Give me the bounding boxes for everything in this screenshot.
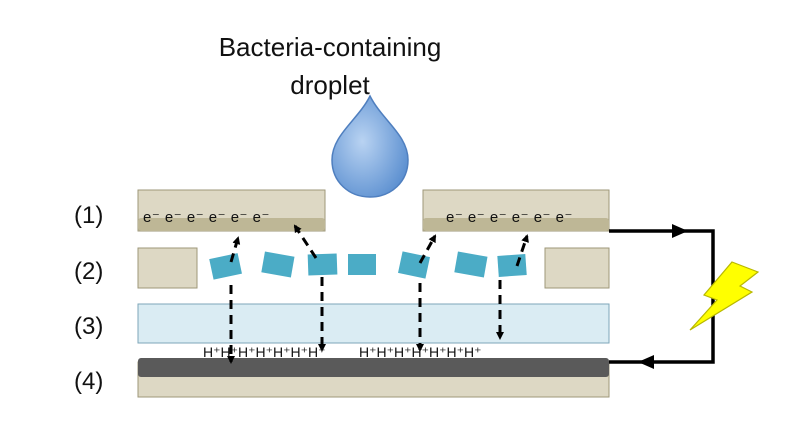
external-circuit	[609, 229, 715, 364]
electrons-right-label: e⁻ e⁻ e⁻ e⁻ e⁻ e⁻	[446, 209, 573, 226]
electrode-strip-right	[423, 218, 609, 231]
bacteria-cell-icon	[209, 253, 242, 280]
bacteria-cell-icon	[307, 253, 338, 276]
layer-label-4: (4)	[74, 368, 104, 395]
bacteria-cell-icon	[454, 251, 488, 278]
bacteria-cell-icon	[398, 251, 430, 279]
protons-right-label: H⁺H⁺H⁺H⁺H⁺H⁺H⁺	[359, 344, 482, 360]
layer-1-anode	[137, 189, 610, 232]
droplet-icon	[331, 94, 409, 198]
bacteria-cell-icon	[261, 251, 295, 278]
layer-label-2: (2)	[74, 258, 104, 285]
lightning-bolt-icon	[689, 261, 760, 331]
bacteria-cell-icon	[348, 254, 376, 275]
layer-2-bacteria-layer	[137, 247, 610, 289]
droplet-title: Bacteria-containing droplet	[210, 28, 450, 104]
title-line-2: droplet	[290, 70, 370, 100]
title-line-1: Bacteria-containing	[218, 32, 442, 62]
layer-label-3: (3)	[74, 313, 104, 340]
bacteria-cell-icon	[497, 254, 527, 277]
electrons-left-label: e⁻ e⁻ e⁻ e⁻ e⁻ e⁻	[143, 209, 270, 226]
transfer-arrows	[227, 224, 529, 364]
layer-4-cathode	[137, 358, 610, 398]
wire-arrow-left	[638, 355, 654, 369]
wire-arrow-right	[672, 224, 688, 238]
protons-left-label: H⁺H⁺H⁺H⁺H⁺H⁺H⁺	[203, 344, 326, 360]
layer-label-1: (1)	[74, 202, 104, 229]
layer-3-membrane	[137, 303, 610, 344]
electrode-strip-left	[138, 218, 325, 231]
